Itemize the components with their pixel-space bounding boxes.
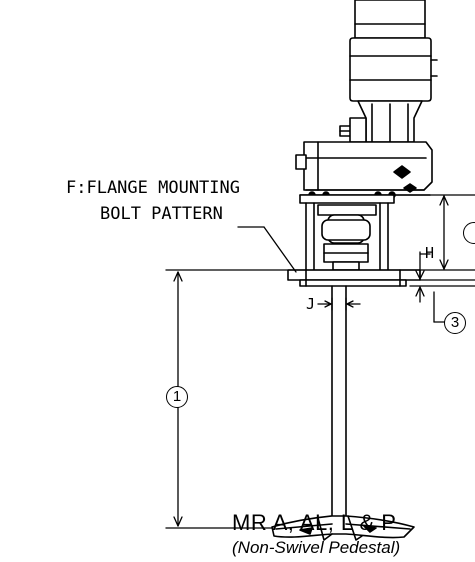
pedestal [299, 194, 395, 271]
dimension-marker-3: 3 [444, 312, 466, 334]
motor-adapter [339, 100, 423, 143]
motor [349, 0, 438, 102]
pedestal-note: (Non-Swivel Pedestal) [232, 538, 401, 557]
dimension-marker-1: 1 [166, 386, 188, 408]
flange-callout-line-1: F:FLANGE MOUNTING [66, 178, 240, 198]
dimension-h-label: H [425, 244, 435, 262]
impeller [271, 515, 415, 541]
model-caption: MR A, AL, L & P [232, 510, 397, 535]
dimension-j-label: J [306, 295, 316, 313]
mixer-shaft [331, 285, 347, 529]
flange-callout-line-2: BOLT PATTERN [100, 204, 223, 224]
mounting-flange [287, 269, 421, 287]
gearbox [295, 141, 433, 199]
